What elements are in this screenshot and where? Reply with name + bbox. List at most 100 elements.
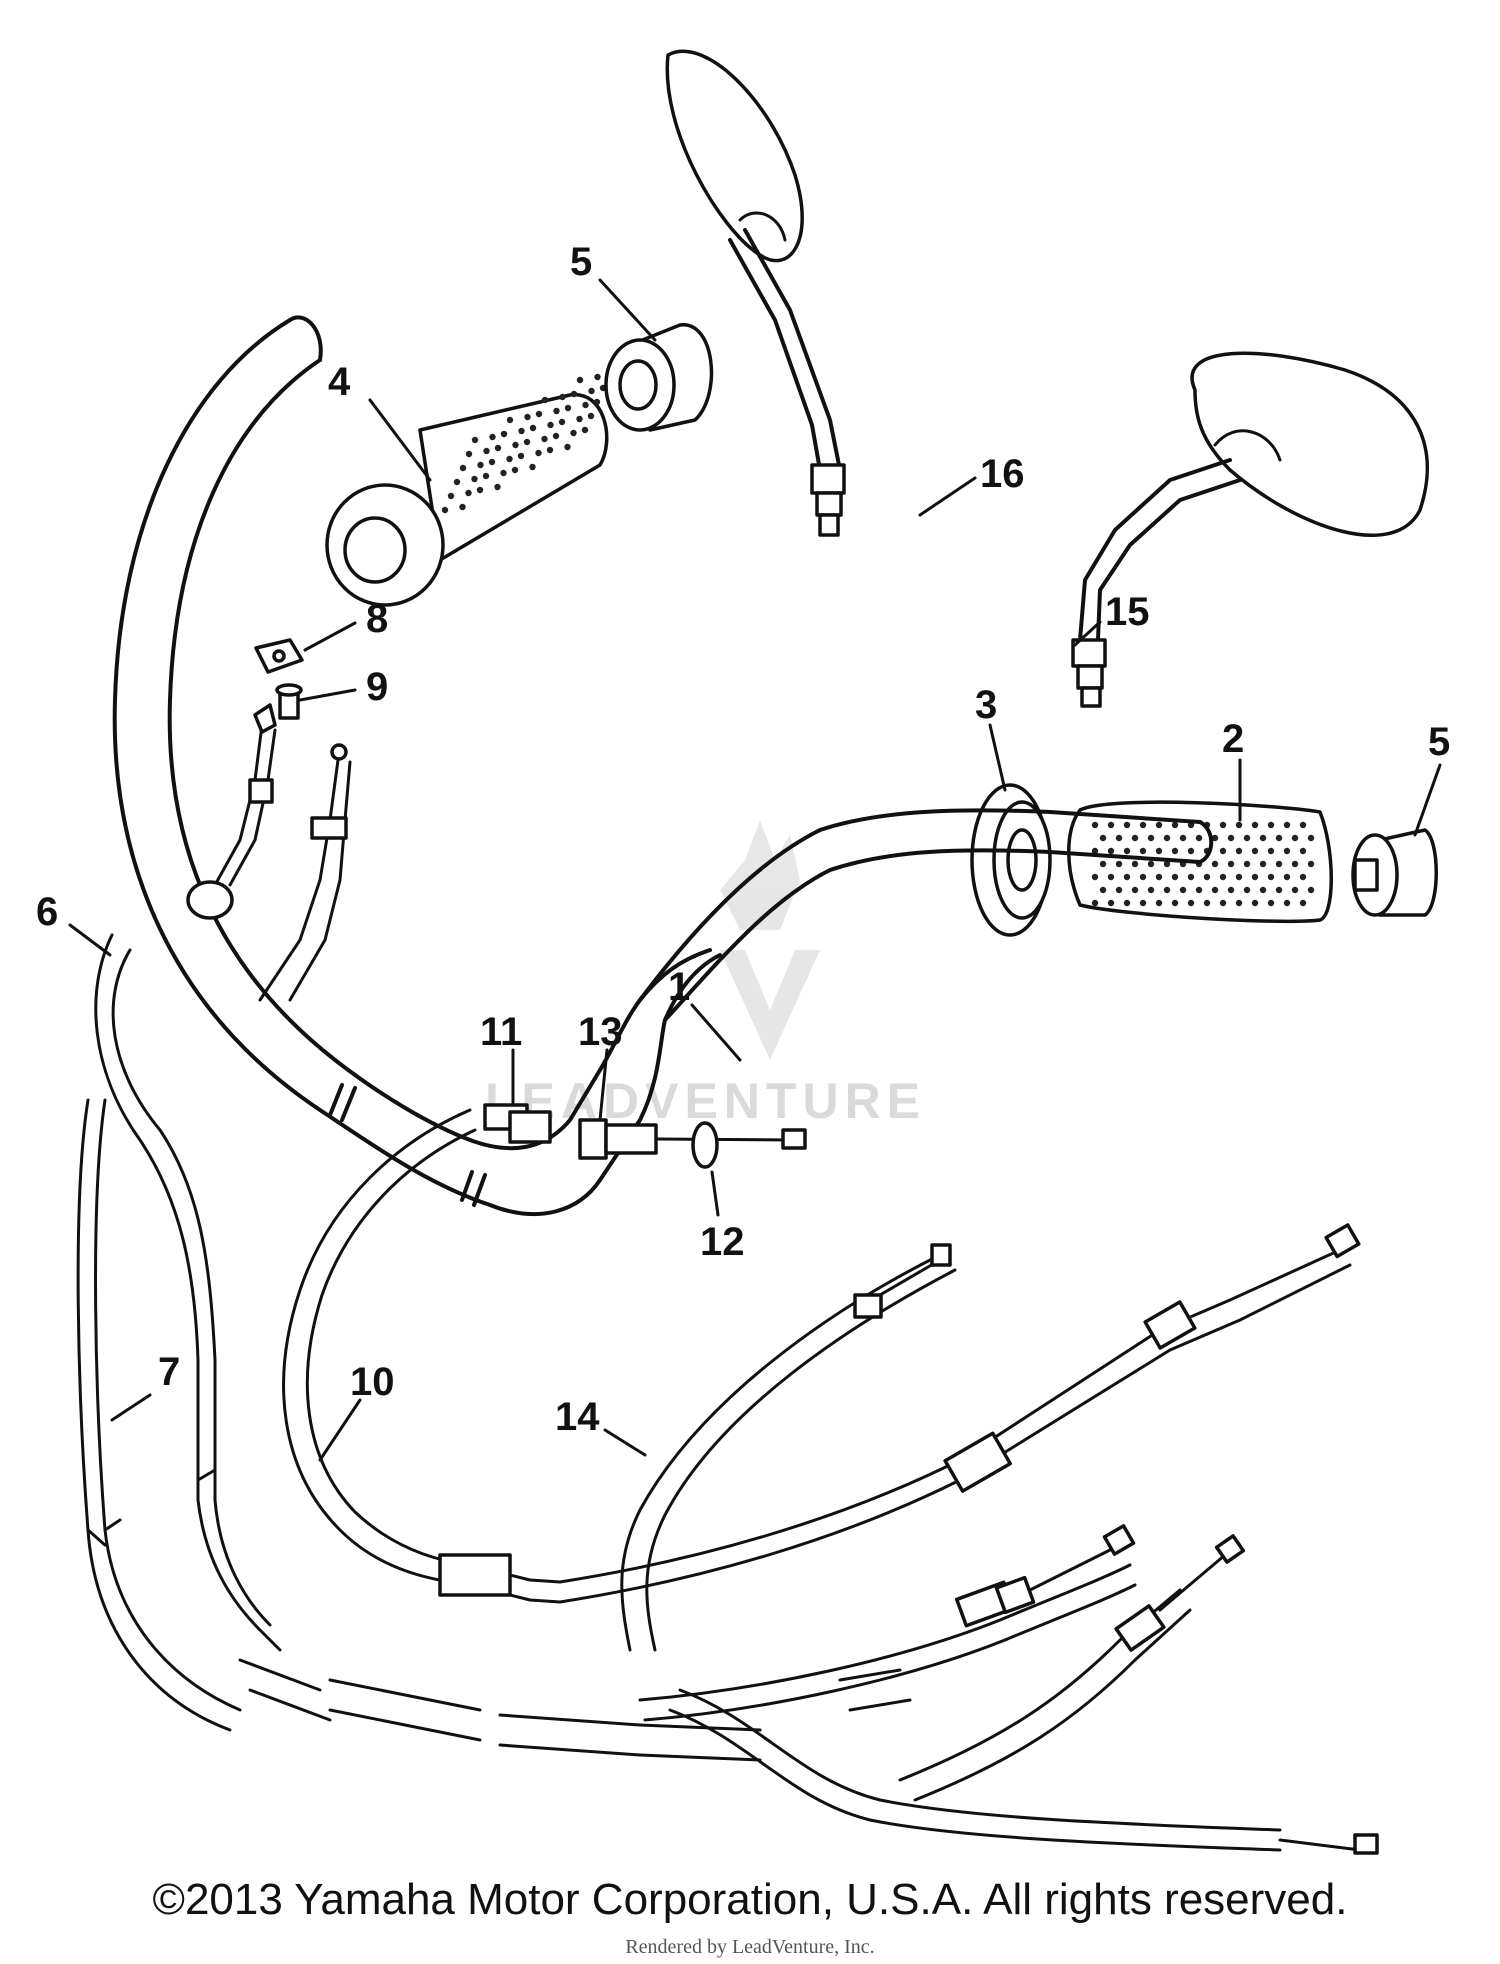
grip-dot	[1211, 886, 1219, 894]
grip-dot	[471, 436, 479, 444]
grip-dot	[1227, 886, 1235, 894]
grip-dot	[1171, 821, 1179, 829]
grip-dot	[1203, 899, 1211, 907]
grip-dot	[553, 407, 560, 415]
grip-dot	[582, 401, 589, 409]
grip-dot	[1307, 886, 1315, 894]
throttle-cable-3[interactable]	[668, 1688, 1379, 1855]
callout-9: 9	[366, 665, 388, 709]
callout-16: 16	[980, 452, 1025, 496]
grip-dot	[518, 427, 525, 435]
grip-dot	[465, 489, 472, 497]
watermark-text: LEADVENTURE	[485, 1073, 926, 1129]
grip-dot	[1099, 886, 1107, 894]
throttle-cable-1[interactable]	[558, 1223, 1361, 1604]
grip-dot	[576, 415, 583, 423]
left-grip[interactable]	[325, 393, 609, 607]
grip-dot	[1267, 847, 1275, 855]
screw[interactable]	[275, 683, 303, 720]
handlebar[interactable]	[112, 315, 1214, 1217]
grip-dot	[1139, 899, 1147, 907]
grip-dot	[1115, 860, 1123, 868]
grip-dot	[1259, 860, 1267, 868]
grip-dot	[447, 492, 455, 500]
grip-dot	[1171, 899, 1179, 907]
grip-dot	[1115, 886, 1123, 894]
grip-dot	[524, 413, 531, 421]
grip-dot	[535, 410, 543, 418]
throttle-cable-2[interactable]	[638, 1524, 1137, 1722]
grip-dot	[1091, 899, 1099, 907]
throttle-collar[interactable]	[970, 783, 1052, 937]
grip-dot	[494, 444, 502, 452]
grip-dot	[1131, 834, 1139, 842]
grip-dot	[541, 435, 548, 443]
wire-harness-7[interactable]	[76, 1098, 242, 1732]
grip-dot	[1251, 873, 1259, 881]
cable-10[interactable]	[282, 1108, 562, 1604]
callout-3: 3	[975, 683, 997, 727]
grip-dot	[546, 446, 554, 454]
grip-dot	[1179, 834, 1187, 842]
grip-dot	[1291, 860, 1299, 868]
grip-dot	[1235, 821, 1243, 829]
right-mirror[interactable]	[1071, 351, 1429, 708]
grip-dot	[587, 412, 595, 420]
cable-adjuster-assembly[interactable]	[483, 1103, 807, 1169]
grip-dot	[453, 478, 461, 486]
grip-dot	[1091, 873, 1099, 881]
grip-dot	[1283, 821, 1291, 829]
left-bar-end[interactable]	[604, 323, 714, 432]
lower-harness[interactable]	[238, 1658, 912, 1762]
grip-dot	[1307, 834, 1315, 842]
grip-dot	[576, 376, 584, 384]
grip-dot	[1219, 873, 1227, 881]
left-mirror[interactable]	[665, 49, 846, 537]
speedometer-cable[interactable]	[898, 1534, 1246, 1802]
grip-dot	[512, 441, 519, 449]
grip-dot	[1299, 821, 1307, 829]
grip-dot	[465, 450, 473, 458]
grip-dot	[1283, 847, 1291, 855]
grip-dot	[1115, 834, 1123, 842]
grip-dot	[570, 429, 577, 437]
grip-dot	[1251, 821, 1259, 829]
rendered-by-note: Rendered by LeadVenture, Inc.	[625, 1936, 875, 1958]
grip-dot	[1283, 873, 1291, 881]
callout-5-right: 5	[1428, 720, 1450, 764]
grip-dot	[1251, 899, 1259, 907]
cable-14[interactable]	[620, 1243, 957, 1652]
grip-dot	[1107, 821, 1115, 829]
right-grip-texture	[1091, 821, 1315, 907]
grip-dot	[1275, 886, 1283, 894]
grip-dot	[1187, 873, 1195, 881]
callout-5-left: 5	[570, 240, 592, 284]
grip-dot	[1155, 899, 1163, 907]
grip-dot	[1171, 847, 1179, 855]
grip-dot	[1131, 860, 1139, 868]
right-bar-end[interactable]	[1351, 828, 1438, 917]
switch-cables[interactable]	[186, 703, 352, 1002]
grip-dot	[1107, 847, 1115, 855]
left-grip-texture	[441, 356, 619, 514]
grip-dot	[1091, 821, 1099, 829]
callout-15: 15	[1105, 590, 1150, 634]
grip-dot	[1219, 847, 1227, 855]
grip-dot	[1227, 860, 1235, 868]
bracket-plate[interactable]	[254, 638, 304, 674]
grip-dot	[552, 432, 560, 440]
grip-dot	[1123, 899, 1131, 907]
wire-harness-6[interactable]	[94, 933, 282, 1652]
grip-dot	[1211, 860, 1219, 868]
grip-dot	[1275, 834, 1283, 842]
grip-dot	[1299, 873, 1307, 881]
grip-dot	[593, 398, 601, 406]
grip-dot	[500, 430, 508, 438]
grip-dot	[1179, 886, 1187, 894]
grip-dot	[523, 438, 531, 446]
grip-dot	[1139, 847, 1147, 855]
grip-dot	[1219, 899, 1227, 907]
grip-dot	[1235, 899, 1243, 907]
grip-dot	[1259, 834, 1267, 842]
